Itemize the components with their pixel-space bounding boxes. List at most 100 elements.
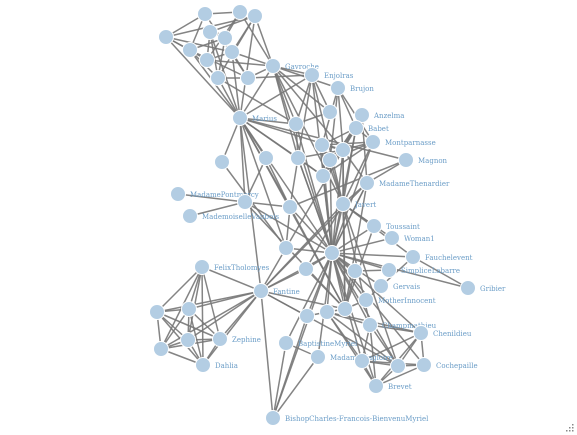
graph-node[interactable]: Dahlia [195,357,238,373]
node-circle[interactable] [265,410,281,426]
node-circle[interactable] [322,104,338,120]
graph-node[interactable]: Marius [232,110,278,126]
graph-node[interactable] [299,308,315,324]
graph-node[interactable] [337,301,353,317]
graph-node[interactable] [322,104,338,120]
graph-node[interactable]: Magnon [398,152,448,168]
graph-node[interactable] [319,304,335,320]
node-circle[interactable] [405,249,421,265]
node-circle[interactable] [197,6,213,22]
node-circle[interactable] [282,199,298,215]
graph-node[interactable] [149,304,165,320]
graph-node[interactable] [247,8,263,24]
graph-node[interactable] [258,150,274,166]
graph-node[interactable]: Zephine [212,331,261,347]
graph-node[interactable] [290,150,306,166]
graph-node[interactable]: Brujon [330,80,375,96]
graph-node[interactable]: Gervais [373,278,421,294]
node-circle[interactable] [366,218,382,234]
node-circle[interactable] [460,280,476,296]
graph-node[interactable] [199,52,215,68]
graph-node[interactable]: Champmathieu [362,317,437,333]
node-circle[interactable] [362,317,378,333]
graph-node[interactable] [324,245,340,261]
node-circle[interactable] [315,168,331,184]
graph-node[interactable] [224,44,240,60]
graph-node[interactable]: Anzelma [354,107,405,123]
graph-node[interactable] [390,358,406,374]
graph-node[interactable]: FelixTholomyes [194,259,270,275]
graph-node[interactable]: Fauchelevent [405,249,473,265]
node-circle[interactable] [358,292,374,308]
graph-node[interactable]: Toussaint [366,218,420,234]
graph-node[interactable]: BishopCharles-Francois-BienvenuMyriel [265,410,430,426]
node-circle[interactable] [354,353,370,369]
graph-node[interactable]: Javert [335,196,377,212]
graph-node[interactable] [158,29,174,45]
graph-node[interactable] [197,6,213,22]
node-circle[interactable] [359,175,375,191]
graph-node[interactable] [181,301,197,317]
node-circle[interactable] [290,150,306,166]
graph-node[interactable] [240,70,256,86]
graph-node[interactable] [314,137,330,153]
graph-node[interactable]: BaptistineMyriel [278,335,358,351]
graph-node[interactable]: Gavroche [265,58,319,74]
node-circle[interactable] [337,301,353,317]
node-circle[interactable] [194,259,210,275]
node-circle[interactable] [237,194,253,210]
node-circle[interactable] [398,152,414,168]
node-circle[interactable] [180,332,196,348]
graph-node[interactable]: Fantine [253,283,300,299]
node-circle[interactable] [335,142,351,158]
node-circle[interactable] [217,30,233,46]
graph-node[interactable]: Woman1 [384,230,435,246]
graph-node[interactable]: MademoiselleVaubois [182,208,280,224]
node-circle[interactable] [265,58,281,74]
graph-node[interactable] [335,142,351,158]
node-circle[interactable] [278,335,294,351]
node-circle[interactable] [348,120,364,136]
node-circle[interactable] [158,29,174,45]
graph-node[interactable] [214,154,230,170]
node-circle[interactable] [319,304,335,320]
node-circle[interactable] [182,208,198,224]
node-circle[interactable] [195,357,211,373]
node-circle[interactable] [416,357,432,373]
node-circle[interactable] [298,261,314,277]
graph-node[interactable] [153,341,169,357]
graph-node[interactable] [354,353,370,369]
graph-node[interactable]: Babet [348,120,389,136]
graph-node[interactable]: MadamePontmercy [170,186,259,202]
node-circle[interactable] [240,70,256,86]
graph-node[interactable] [232,4,248,20]
node-circle[interactable] [224,44,240,60]
node-circle[interactable] [149,304,165,320]
graph-node[interactable] [298,261,314,277]
node-circle[interactable] [258,150,274,166]
node-circle[interactable] [322,152,338,168]
graph-node[interactable] [217,30,233,46]
graph-node[interactable]: Montparnasse [365,134,436,150]
node-circle[interactable] [182,42,198,58]
node-circle[interactable] [335,196,351,212]
node-circle[interactable] [278,240,294,256]
graph-node[interactable] [282,199,298,215]
node-circle[interactable] [153,341,169,357]
graph-node[interactable]: MadameThenardier [359,175,450,191]
node-circle[interactable] [381,262,397,278]
node-circle[interactable] [210,70,226,86]
graph-node[interactable] [210,70,226,86]
node-circle[interactable] [199,52,215,68]
graph-node[interactable]: SimpliceLabarre [381,262,461,278]
graph-node[interactable]: MotherInnocent [358,292,436,308]
node-circle[interactable] [214,154,230,170]
node-circle[interactable] [373,278,389,294]
resize-grip-icon[interactable] [565,423,575,433]
node-circle[interactable] [247,8,263,24]
node-circle[interactable] [253,283,269,299]
graph-node[interactable] [315,168,331,184]
node-circle[interactable] [413,325,429,341]
graph-node[interactable] [288,116,304,132]
